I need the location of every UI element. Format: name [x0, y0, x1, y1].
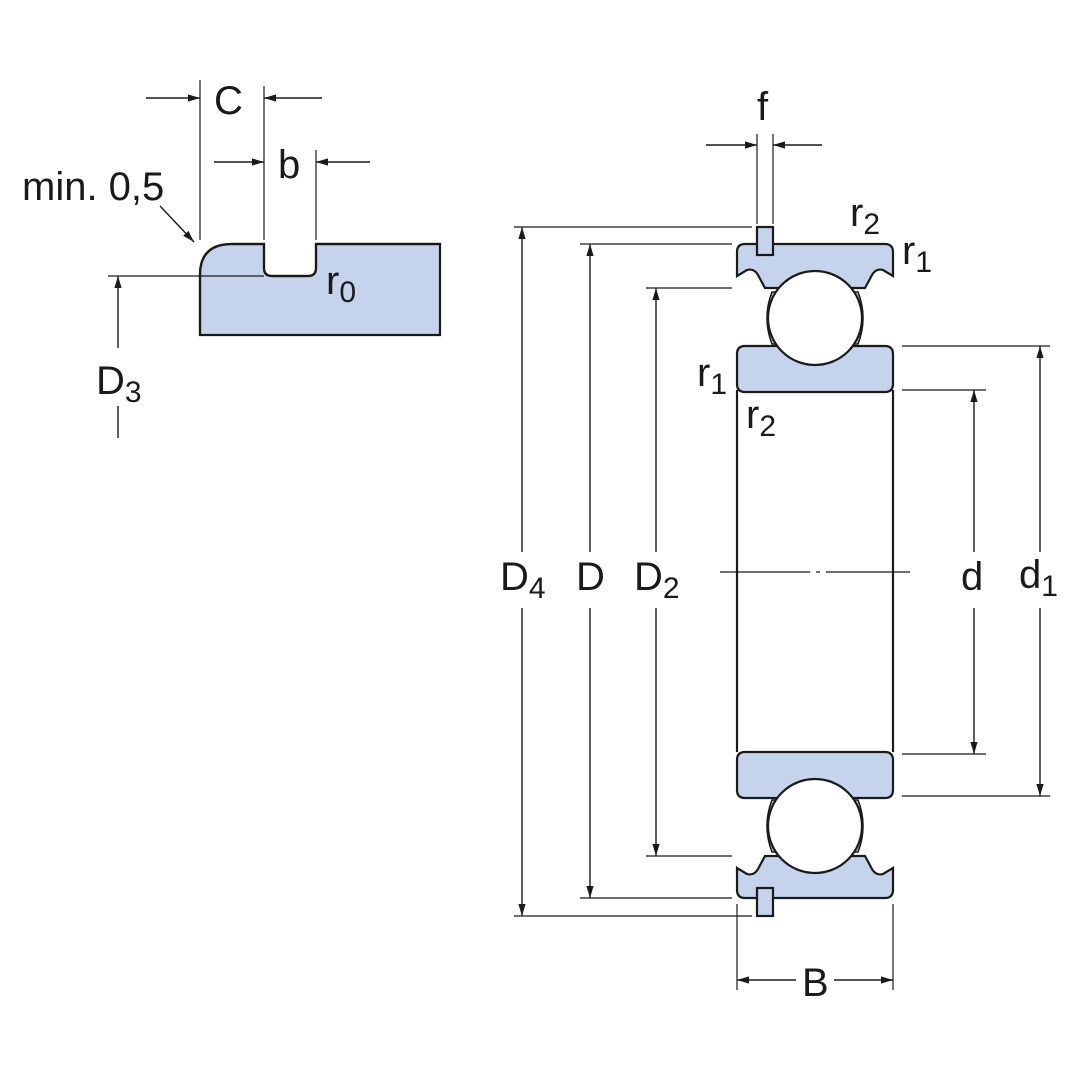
r0-label: r0: [326, 259, 356, 309]
min-chamfer-label: min. 0,5: [22, 165, 164, 209]
snap-ring-bottom: [755, 886, 775, 918]
d2-label: D2: [634, 555, 680, 605]
bore-diameter-dimension: d: [902, 389, 986, 755]
f-label: f: [757, 85, 769, 129]
c-label: C: [214, 79, 243, 123]
d3-label: D3: [96, 359, 142, 409]
width-label: B: [802, 961, 829, 1005]
d4-label: D4: [500, 555, 546, 605]
inner-ring-top: [735, 344, 895, 394]
groove-detail: C b min. 0,5 r0 D3: [22, 79, 442, 438]
ball-bottom: [766, 777, 864, 875]
outer-ring-top: [735, 242, 895, 290]
f-dimension: f: [706, 85, 822, 224]
b-label: b: [278, 143, 300, 187]
d4-dimension: D4: [500, 226, 752, 917]
outer-diameter-label: D: [576, 555, 605, 599]
bearing-section: [720, 225, 910, 918]
d1-label: d1: [1019, 553, 1058, 603]
bore-diameter-label: d: [961, 555, 983, 599]
r2-top-label: r2: [850, 191, 880, 241]
snap-ring-top: [755, 225, 775, 257]
outer-diameter-dimension: D: [576, 243, 732, 899]
d1-dimension: d1: [902, 345, 1058, 797]
r1-left-label: r1: [697, 351, 727, 401]
r1-top-label: r1: [902, 229, 932, 279]
inner-ring-bottom: [735, 750, 895, 800]
d2-dimension: D2: [634, 287, 732, 857]
groove-detail-outline: [198, 242, 440, 335]
outer-ring-bottom: [735, 854, 895, 900]
r2-left-label: r2: [746, 393, 776, 443]
ball-top: [766, 269, 864, 367]
min-chamfer-leader: [159, 205, 195, 243]
groove-detail-section: [198, 242, 442, 337]
width-dimension: B: [736, 904, 894, 1005]
